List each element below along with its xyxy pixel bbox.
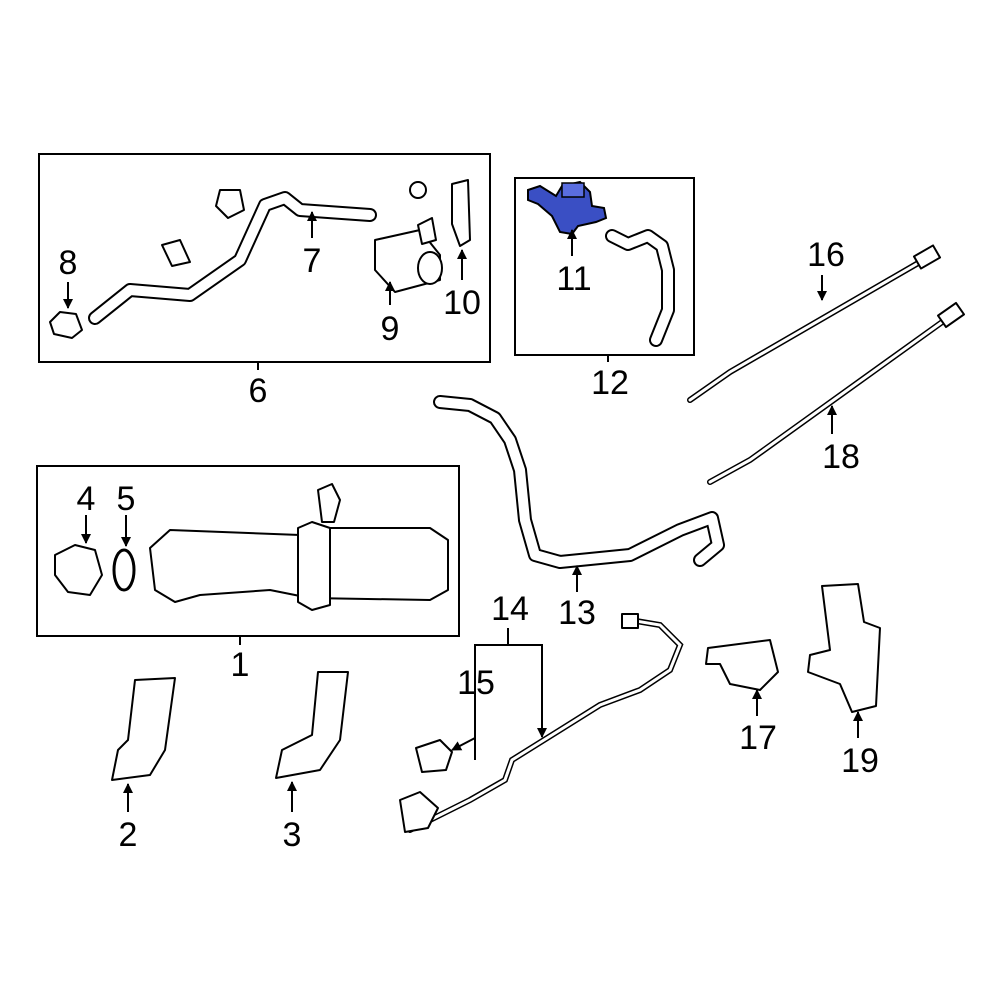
part-5-oring[interactable] <box>112 548 136 592</box>
callout-19: 19 <box>841 742 879 780</box>
callout-8: 8 <box>59 244 78 282</box>
part-14-wiring-harness[interactable] <box>399 613 684 833</box>
part-17-bracket[interactable] <box>705 639 779 691</box>
callout-6: 6 <box>249 372 268 410</box>
callout-5: 5 <box>117 480 136 518</box>
group-box-12 <box>514 177 695 356</box>
part-10-bracket[interactable] <box>451 179 471 247</box>
callout-7: 7 <box>303 242 322 280</box>
part-19-bracket[interactable] <box>807 583 881 713</box>
part-18-oxygen-sensor[interactable] <box>707 301 966 485</box>
clips <box>161 181 427 267</box>
callout-17: 17 <box>739 719 777 757</box>
callout-3: 3 <box>283 816 302 854</box>
part-1-canister[interactable] <box>149 483 449 611</box>
part-11-purge-valve[interactable] <box>527 180 608 236</box>
part-7-hose[interactable] <box>88 191 377 325</box>
part-12-hose[interactable] <box>605 229 675 347</box>
part-16-oxygen-sensor[interactable] <box>687 244 942 403</box>
callout-13: 13 <box>558 594 596 632</box>
callout-11: 11 <box>556 260 591 298</box>
leader-lines <box>63 211 863 812</box>
callout-16: 16 <box>807 236 845 274</box>
callout-15: 15 <box>457 664 495 702</box>
callout-12: 12 <box>591 364 629 402</box>
group-box-1 <box>36 465 460 637</box>
part-8-clamp[interactable] <box>49 311 83 339</box>
group-box-6 <box>38 153 491 363</box>
callout-9: 9 <box>381 310 400 348</box>
part-4-cap[interactable] <box>54 544 103 596</box>
part-2-bracket[interactable] <box>111 677 176 781</box>
callout-10: 10 <box>443 284 481 322</box>
callout-2: 2 <box>119 816 138 854</box>
part-9-filter[interactable] <box>374 217 443 293</box>
callout-4: 4 <box>77 480 96 518</box>
callout-14: 14 <box>491 590 529 628</box>
part-13-vapor-line[interactable] <box>433 395 725 569</box>
callout-18: 18 <box>822 438 860 476</box>
part-15-connector[interactable] <box>415 739 453 773</box>
callout-1: 1 <box>231 646 250 684</box>
part-3-bracket[interactable] <box>275 671 349 779</box>
